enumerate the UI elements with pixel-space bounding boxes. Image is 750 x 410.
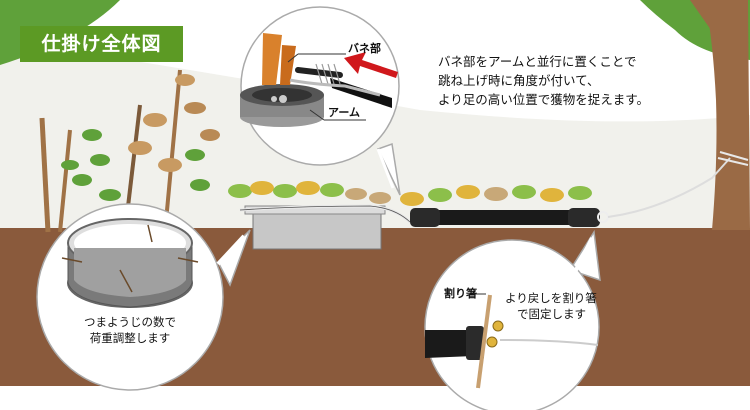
spring-label: バネ部 bbox=[348, 42, 381, 55]
description-text: バネ部をアームと並行に置くことで 跳ね上げ時に角度が付いて、 より足の高い位置で… bbox=[438, 52, 649, 109]
callout-top-bubble bbox=[240, 6, 401, 196]
diagram-title: 仕掛け全体図 bbox=[20, 26, 183, 62]
chopstick-label: 割り箸 bbox=[444, 287, 477, 300]
tree-wrap bbox=[717, 151, 749, 166]
right-caption: より戻しを割り箸 で固定します bbox=[505, 290, 597, 322]
left-caption: つまようじの数で 荷重調整します bbox=[80, 314, 180, 346]
description-line: 跳ね上げ時に角度が付いて、 bbox=[438, 73, 600, 88]
right-caption-line: より戻しを割り箸 bbox=[505, 291, 597, 305]
bottom-margin bbox=[0, 386, 750, 410]
description-line: バネ部をアームと並行に置くことで bbox=[438, 54, 637, 69]
arm-wire-outline bbox=[239, 205, 411, 223]
leaf-cover bbox=[228, 181, 592, 206]
right-caption-line: で固定します bbox=[517, 307, 586, 321]
left-caption-line: 荷重調整します bbox=[89, 331, 171, 345]
description-line: より足の高い位置で獲物を捉えます。 bbox=[438, 92, 650, 107]
callout-right-bubble bbox=[424, 229, 601, 410]
anchor-wire bbox=[607, 157, 731, 218]
left-caption-line: つまようじの数で bbox=[84, 315, 176, 329]
tree-branch bbox=[690, 0, 718, 40]
plants-left bbox=[39, 69, 220, 233]
callout-left-bubble bbox=[36, 203, 251, 391]
trap-box bbox=[244, 205, 386, 250]
arm-label: アーム bbox=[328, 106, 361, 119]
spring-pipe bbox=[410, 208, 609, 227]
red-arrow bbox=[344, 52, 398, 78]
